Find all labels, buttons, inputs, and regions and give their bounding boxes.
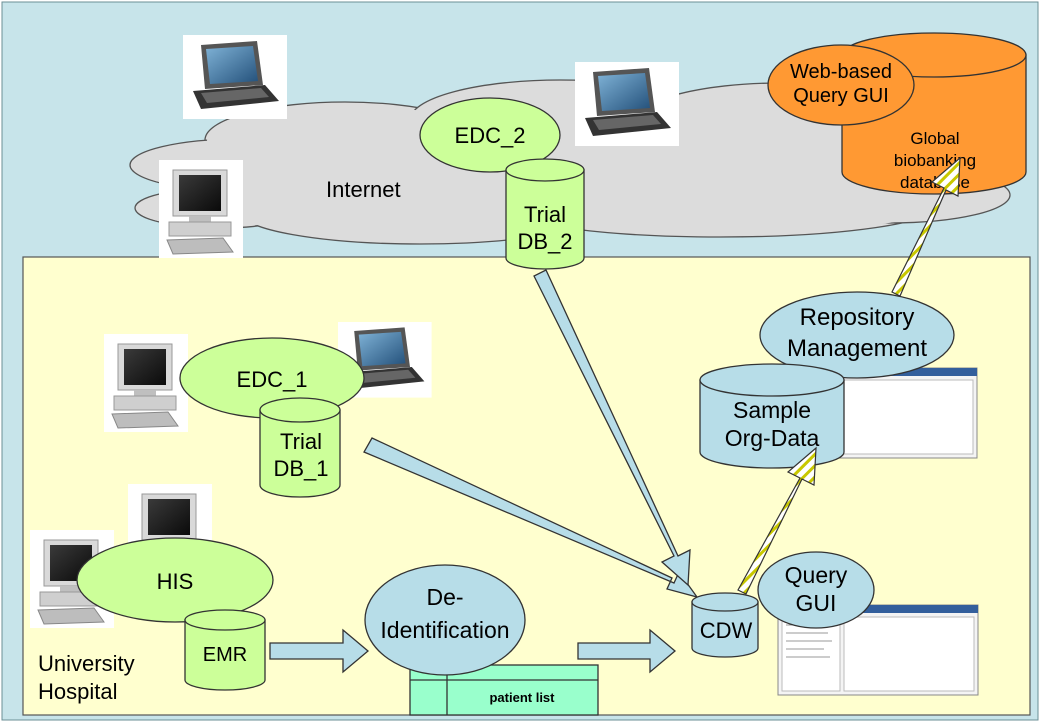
repository-management-node: Repository Management [759,291,955,379]
his-node: HIS [76,537,274,623]
query-gui-node: Query GUI [757,551,875,629]
deidentification-node: De- Identification [364,564,526,676]
svg-text:CDW: CDW [700,618,753,643]
svg-text:EMR: EMR [203,644,247,666]
edc1-node: EDC_1 [179,337,365,419]
trial-db2-cylinder: Trial DB_2 [505,158,585,270]
svg-text:DB_1: DB_1 [273,456,328,481]
svg-text:Web-based: Web-based [790,61,892,83]
svg-text:patient list: patient list [489,690,555,705]
emr-cylinder: EMR [184,609,266,691]
trial-db1-cylinder: Trial DB_1 [259,397,341,498]
arrow-trialdb2-to-cdw [533,269,691,587]
svg-text:Trial: Trial [524,202,566,227]
svg-text:Repository: Repository [800,304,915,331]
svg-text:Identification: Identification [380,617,509,643]
hospital-label-line2: Hospital [38,679,117,704]
svg-text:Org-Data: Org-Data [725,425,820,451]
web-query-gui-node: Web-based Query GUI [767,44,915,126]
svg-text:GUI: GUI [796,590,837,616]
svg-text:HIS: HIS [157,569,194,594]
desktop-computer-icon [158,159,244,259]
arrow-repository-to-global-database [891,156,961,297]
edc2-node: EDC_2 [419,97,561,173]
laptop-icon [183,35,287,119]
internet-label: Internet [326,177,401,202]
arrow-cdw-to-repository [737,446,817,595]
arrow-emr-to-deidentification [269,628,370,674]
laptop-icon [575,62,679,146]
hospital-label-line1: University [38,651,135,676]
svg-text:EDC_2: EDC_2 [455,123,526,148]
svg-text:Query GUI: Query GUI [793,85,889,107]
svg-text:Query: Query [785,562,848,588]
svg-text:Trial: Trial [280,429,322,454]
cdw-cylinder: CDW [691,592,759,658]
svg-text:EDC_1: EDC_1 [237,367,308,392]
svg-text:DB_2: DB_2 [517,229,572,254]
svg-text:biobanking: biobanking [894,151,976,170]
sample-orgdata-cylinder: Sample Org-Data [699,363,845,469]
svg-text:De-: De- [426,584,463,610]
desktop-computer-icon [103,333,189,433]
arrow-deidentification-to-cdw [577,628,677,674]
svg-text:Global: Global [910,129,959,148]
svg-text:Sample: Sample [733,397,811,423]
svg-text:Management: Management [787,335,927,362]
